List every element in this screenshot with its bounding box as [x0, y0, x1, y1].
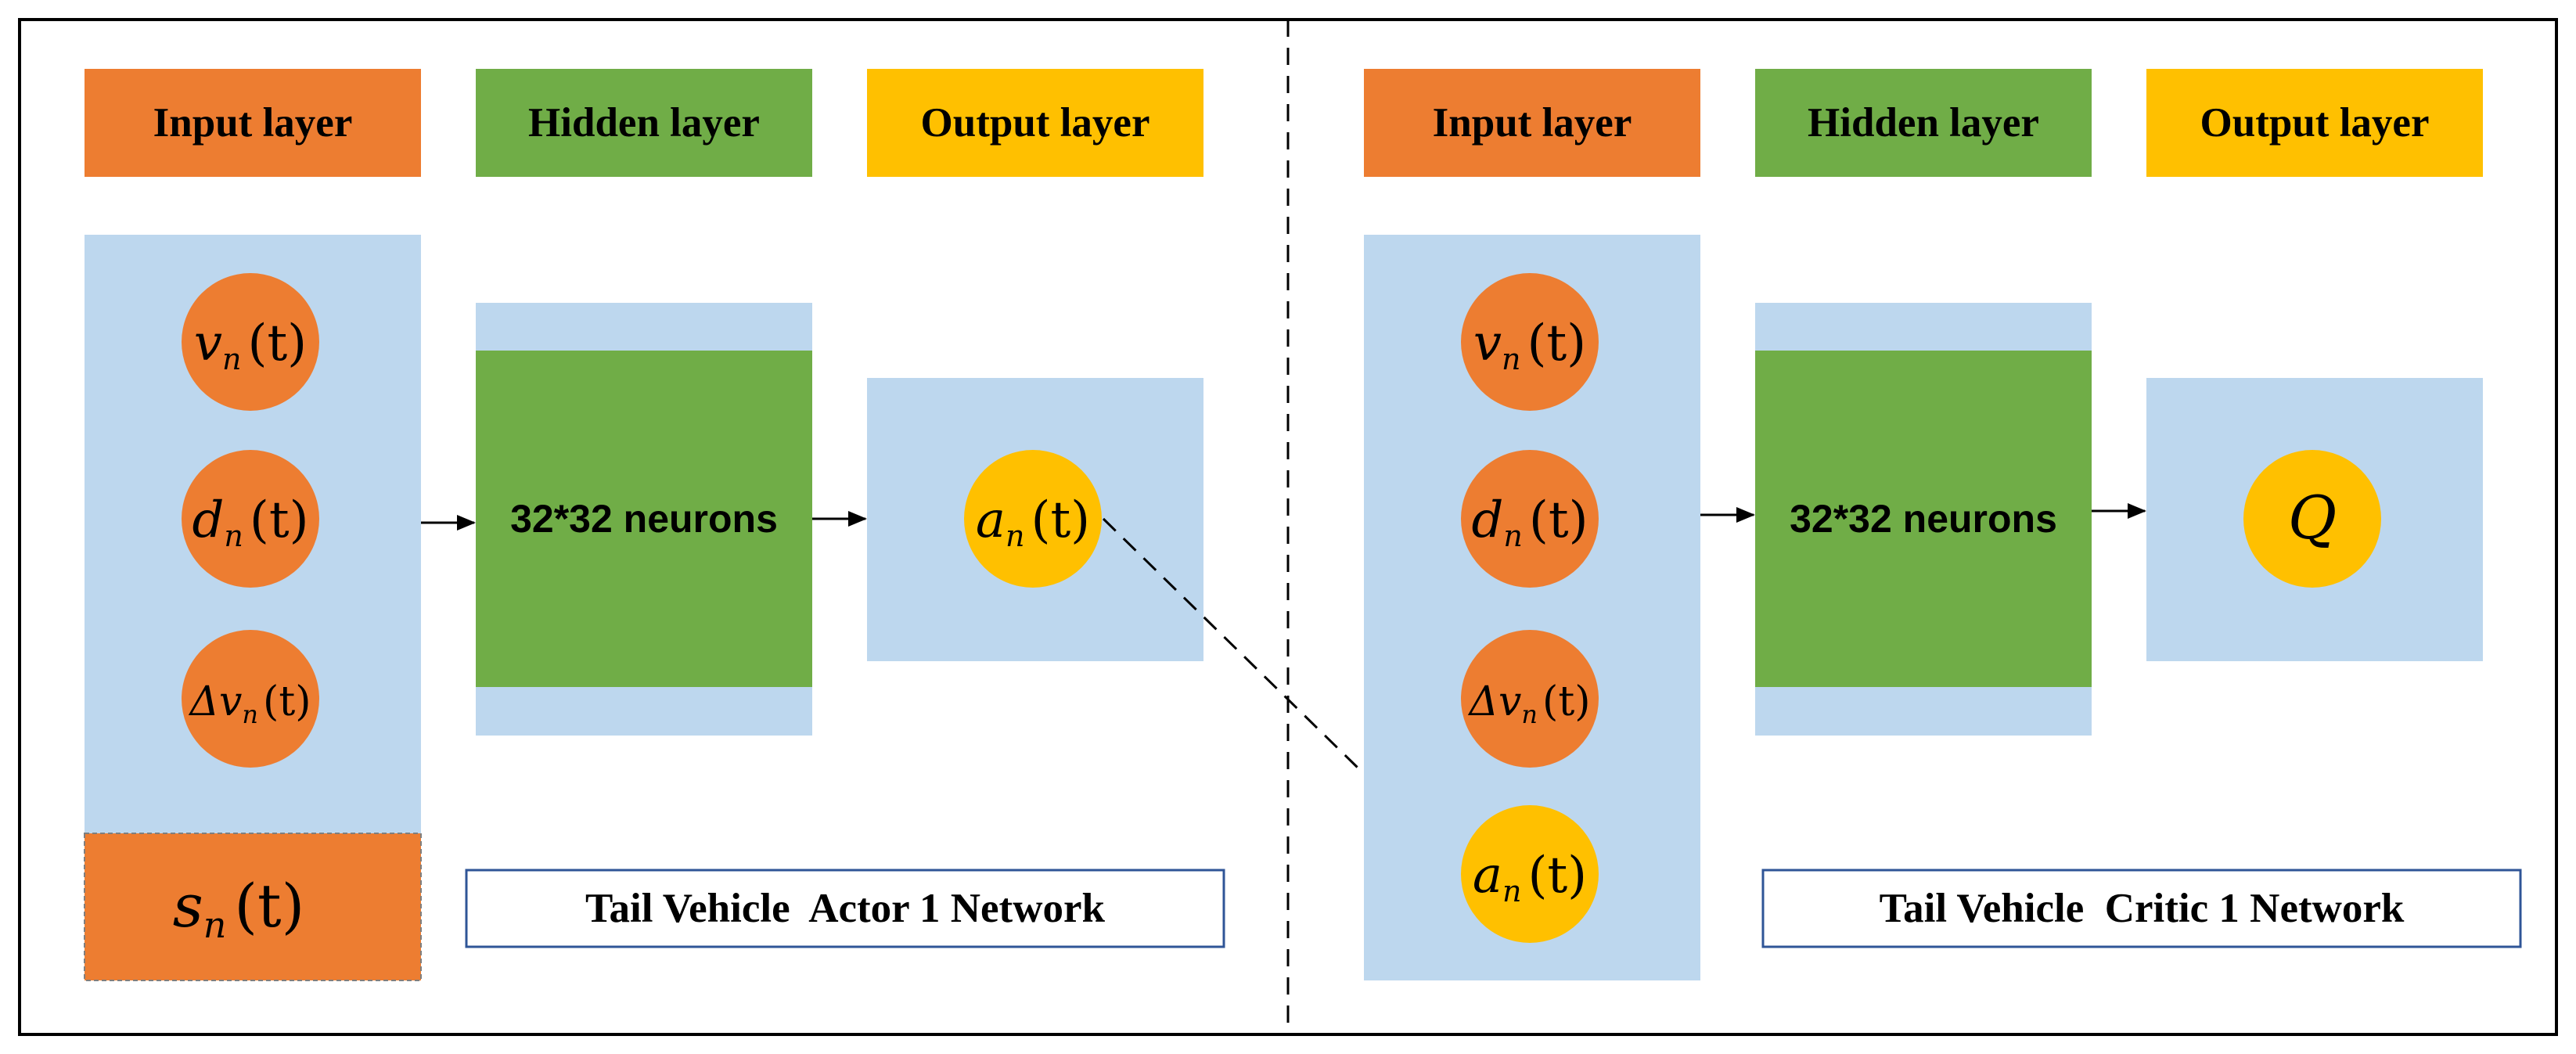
critic-hidden-block [1755, 351, 2092, 687]
actor-hidden-header-label: Hidden layer [528, 100, 760, 146]
actor-hidden-label: 32*32 neurons [510, 497, 778, 541]
actor-input-neuron-d [182, 450, 319, 588]
critic-input-header-label: Input layer [1433, 100, 1632, 146]
actor-caption-box [465, 869, 1225, 948]
actor-output-label: an(t) [976, 491, 1090, 553]
actor-state-box [84, 833, 422, 981]
critic-output-neuron [2243, 450, 2381, 588]
critic-hidden-header-label: Hidden layer [1808, 100, 2039, 146]
critic-input-neuron-v [1461, 273, 1599, 411]
actor-input-neuron-dv [182, 630, 319, 768]
actor-hidden-header [476, 69, 812, 177]
critic-input-neuron-d [1461, 450, 1599, 588]
actor-output-header-label: Output layer [921, 100, 1150, 146]
critic-caption-box [1761, 869, 2522, 948]
actor-caption: Tail Vehicle Actor 1 Network [585, 886, 1105, 931]
actor-input-label-dv: Δvn(t) [188, 678, 311, 729]
critic-input-label-v: vn(t) [1473, 315, 1586, 376]
critic-hidden-header [1755, 69, 2092, 177]
critic-output-header [2146, 69, 2483, 177]
critic-hidden-label: 32*32 neurons [1790, 497, 2057, 541]
critic-caption: Tail Vehicle Critic 1 Network [1880, 886, 2405, 931]
actor-input-header [85, 69, 421, 177]
critic-output-header-label: Output layer [2200, 100, 2430, 146]
critic-input-header [1364, 69, 1700, 177]
critic-panel: Input layer Hidden layer Output layer vn… [1364, 69, 2522, 980]
critic-input-label-dv: Δvn(t) [1467, 678, 1590, 729]
critic-input-neuron-a [1461, 805, 1599, 943]
actor-output-header [867, 69, 1203, 177]
actor-hidden-block [476, 351, 812, 687]
actor-input-label-v: vn(t) [194, 315, 307, 376]
actor-panel: Input layer Hidden layer Output layer vn… [84, 69, 1225, 981]
critic-input-neuron-dv [1461, 630, 1599, 768]
critic-input-label-a: an(t) [1473, 847, 1587, 908]
actor-output-neuron [964, 450, 1102, 588]
actor-input-header-label: Input layer [153, 100, 353, 146]
actor-state-label: sn(t) [173, 871, 305, 946]
critic-input-label-d: dn(t) [1471, 491, 1588, 553]
actor-input-neuron-v [182, 273, 319, 411]
actor-input-label-d: dn(t) [192, 491, 308, 553]
critic-output-label: Q [2288, 483, 2337, 552]
